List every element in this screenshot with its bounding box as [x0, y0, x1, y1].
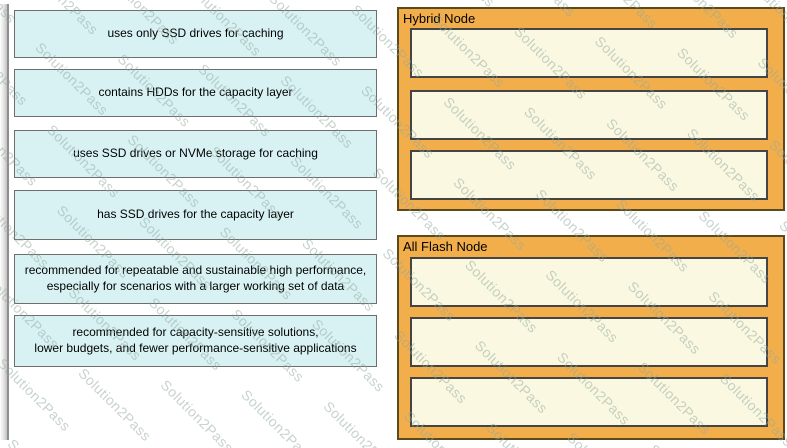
- drag-card-ssd-nvme-caching[interactable]: uses SSD drives or NVMe storage for cach…: [14, 130, 377, 178]
- all-flash-node-slot-1[interactable]: [410, 257, 768, 307]
- drag-card-hdd-capacity-layer[interactable]: contains HDDs for the capacity layer: [14, 69, 377, 117]
- card-text: lower budgets, and fewer performance-sen…: [34, 341, 357, 355]
- hybrid-node-slot-1[interactable]: [410, 28, 768, 78]
- drag-card-capacity-sensitive[interactable]: recommended for capacity-sensitive solut…: [14, 315, 377, 367]
- card-text: uses only SSD drives for caching: [107, 26, 284, 41]
- card-text: contains HDDs for the capacity layer: [98, 85, 293, 100]
- hybrid-node-slot-2[interactable]: [410, 90, 768, 140]
- card-text: uses SSD drives or NVMe storage for cach…: [73, 146, 318, 161]
- all-flash-node-dropzone-group: All Flash Node: [397, 235, 785, 440]
- card-text: has SSD drives for the capacity layer: [97, 207, 294, 222]
- hybrid-node-title: Hybrid Node: [403, 11, 476, 26]
- card-text: recommended for repeatable and sustainab…: [24, 263, 367, 278]
- drag-card-high-performance[interactable]: recommended for repeatable and sustainab…: [14, 254, 377, 304]
- card-text: especially for scenarios with a larger w…: [46, 279, 345, 293]
- window-edge: [0, 4, 9, 440]
- all-flash-node-slot-3[interactable]: [410, 377, 768, 427]
- hybrid-node-dropzone-group: Hybrid Node: [397, 7, 785, 211]
- drag-card-ssd-only-caching[interactable]: uses only SSD drives for caching: [14, 10, 377, 58]
- all-flash-node-slot-2[interactable]: [410, 317, 768, 367]
- card-text: recommended for capacity-sensitive solut…: [72, 325, 319, 340]
- all-flash-node-title: All Flash Node: [403, 239, 488, 254]
- hybrid-node-slot-3[interactable]: [410, 150, 768, 200]
- drag-card-ssd-capacity-layer[interactable]: has SSD drives for the capacity layer: [14, 190, 377, 240]
